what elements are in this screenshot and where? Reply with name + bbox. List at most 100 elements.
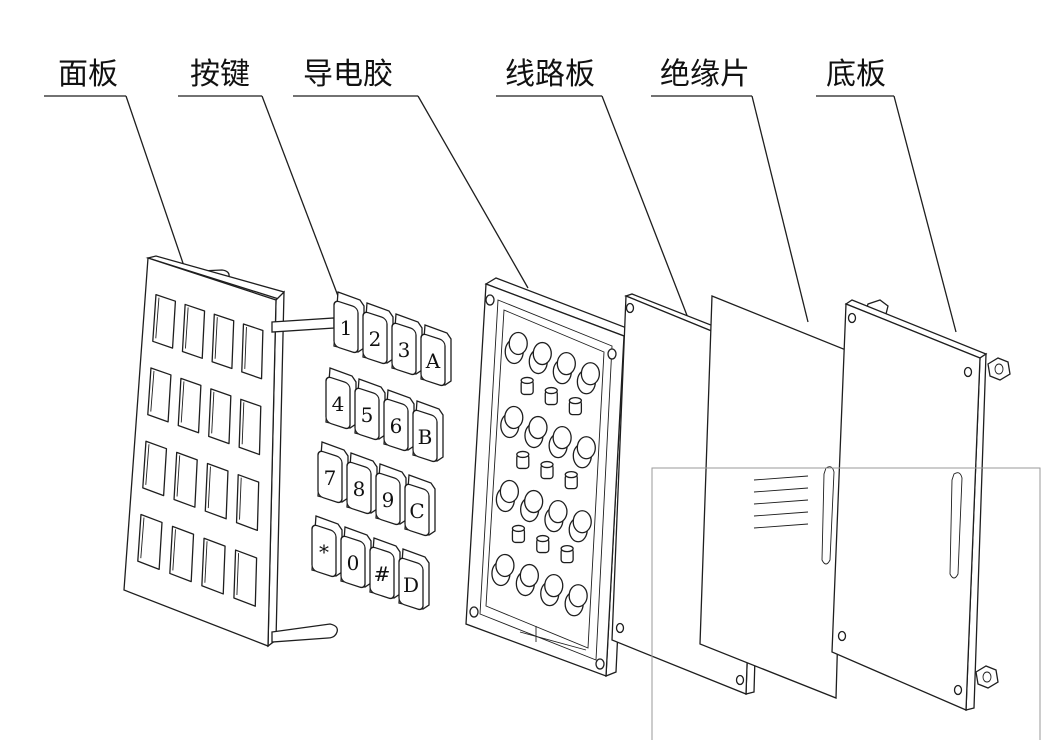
rubber-dome-large [491,553,515,587]
key-label: B [418,425,433,449]
panel-key-hole [173,451,198,508]
label-rubber-text: 导电胶 [303,57,393,92]
panel-key-hole [241,323,264,380]
rubber-dome-large [500,405,524,439]
panel-key-hole [181,303,206,359]
label-keys-text: 按键 [190,57,250,92]
key-label: A [425,349,441,373]
rubber-domes [491,331,601,617]
rubber-dome-large [552,351,576,385]
key-label: D [403,573,419,597]
key-3: 3 [391,313,423,376]
label-circuit-board: 线路板 [496,57,689,319]
panel-hole-edge [214,317,218,359]
key-A: A [420,324,452,387]
key-label: 3 [398,338,411,362]
key-label: 8 [353,477,366,501]
rubber-dome-large [495,479,520,513]
panel-key-holes [137,294,264,607]
label-panel-text: 面板 [58,57,118,92]
key-2: 2 [362,302,394,365]
key-#: # [369,537,401,600]
label-insulator: 绝缘片 [651,57,809,323]
key-label: 1 [340,316,353,340]
key-cap [412,409,438,463]
panel-hole-edge [236,553,240,596]
insulating-sheet [699,295,849,699]
key-8: 8 [346,452,378,515]
panel-key-hole [233,549,258,607]
rubber-dome-large [564,584,588,617]
key-cap [340,535,366,589]
label-conductive-rubber: 导电胶 [293,57,529,289]
rubber-dome-large [540,573,564,607]
key-0: 0 [340,526,372,589]
key-label: 7 [324,466,337,490]
key-cap [391,322,417,376]
panel-hole-edge [207,466,211,509]
key-7: 7 [317,441,349,504]
rubber-dome-large [576,362,601,395]
key-cap [404,483,430,537]
rubber-dome-large [520,489,544,523]
rubber-dome-large [515,563,539,597]
rubber-dome-small [536,534,550,554]
rubber-dome-large [524,415,548,449]
panel-hole-edge [145,444,150,485]
label-base-plate: 底板 [816,57,957,333]
key-label: 4 [332,392,345,416]
panel-key-hole [208,388,232,445]
rubber-dome-small [560,544,574,564]
panel-key-hole [201,537,226,595]
key-6: 6 [383,389,415,452]
panel-key-hole [137,513,163,571]
panel-hole-edge [185,307,189,349]
key-D: D [398,548,430,611]
rubber-dome-large [548,425,572,459]
panel-key-hole [169,525,195,583]
rubber-dome-small [544,386,558,406]
hex-nut-bottom [975,665,999,689]
overlay-frame [651,467,1041,740]
rubber-dome-large [544,499,568,533]
key-cap [317,450,343,504]
rubber-dome-small [511,524,526,544]
key-1: 1 [333,291,365,354]
panel-hole-edge [204,541,208,583]
panel-hole-edge [211,391,215,434]
rubber-dome-large [528,341,552,375]
panel-hole-edge [239,477,242,520]
conductive-rubber [465,277,634,677]
rubber-dome-small [564,470,578,490]
panel-hole-edge [155,297,160,339]
rubber-dome-large [568,510,592,543]
key-*: * [311,515,343,578]
panel-hole-edge [150,370,155,412]
key-label: 0 [347,551,360,575]
key-label: 6 [390,414,403,438]
face-panel [123,255,338,648]
key-cap [362,311,388,365]
key-cap [325,376,351,430]
label-pcb-text: 线路板 [505,57,595,92]
panel-key-hole [204,462,229,520]
key-C: C [404,474,436,537]
rubber-dome-large [504,331,528,365]
key-cap [354,387,380,441]
key-B: B [412,400,444,463]
panel-key-hole [147,367,172,423]
rubber-dome-small [568,396,583,416]
rubber-dome-small [540,460,554,480]
rubber-dome-small [516,450,530,470]
key-cap [398,557,424,611]
key-cap [420,333,446,387]
panel-key-hole [235,474,260,532]
panel-hole-edge [180,381,185,423]
key-label: * [319,540,329,564]
key-cap [375,472,401,526]
key-label: 9 [382,488,395,512]
panel-key-hole [152,294,177,349]
base-plate [831,299,1011,711]
label-panel: 面板 [44,57,187,273]
